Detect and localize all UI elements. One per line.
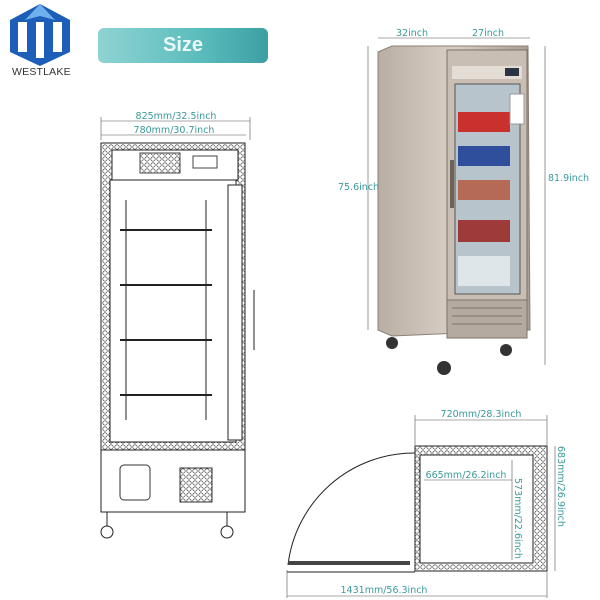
outer-width-label: 825mm/32.5inch xyxy=(136,111,217,122)
refrigerator-photo xyxy=(367,37,546,375)
body-height-label: 75.6inch xyxy=(338,182,379,193)
top-outer-depth-label: 720mm/28.3inch xyxy=(441,409,522,420)
brand-name: WESTLAKE xyxy=(12,66,71,78)
drink-shelves xyxy=(458,112,510,286)
size-banner: Size xyxy=(98,28,268,63)
inner-width-label: 780mm/30.7inch xyxy=(134,125,215,136)
depth-label: 32inch xyxy=(396,28,428,39)
top-view xyxy=(286,415,556,598)
total-height-label: 81.9inch xyxy=(548,173,589,184)
westlake-logo xyxy=(10,4,70,66)
door-open-span-label: 1431mm/56.3inch xyxy=(341,585,428,596)
top-outer-width-label: 683mm/26.9inch xyxy=(555,446,566,527)
top-inner-width-label: 573mm/22.6inch xyxy=(512,478,523,559)
top-inner-depth-label: 665mm/26.2inch xyxy=(426,470,507,481)
front-section-view xyxy=(100,117,255,539)
width-label: 27inch xyxy=(472,28,504,39)
